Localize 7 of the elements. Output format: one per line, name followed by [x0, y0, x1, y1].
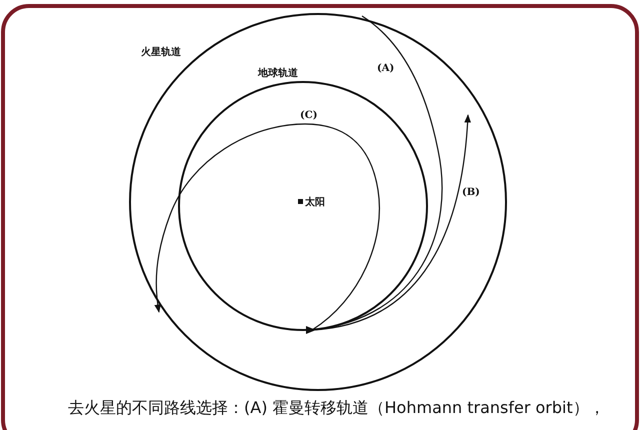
trajectory-label: (C)	[300, 110, 318, 121]
caption: 去火星的不同路线选择：(A) 霍曼转移轨道（Hohmann transfer orbit），	[68, 398, 605, 419]
orbit-label: 火星轨道	[141, 46, 181, 59]
trajectory-label: (A)	[377, 63, 394, 74]
sun-label: 太阳	[305, 196, 325, 209]
trajectory-label: (B)	[462, 187, 480, 198]
orbit-label: 地球轨道	[258, 66, 298, 80]
